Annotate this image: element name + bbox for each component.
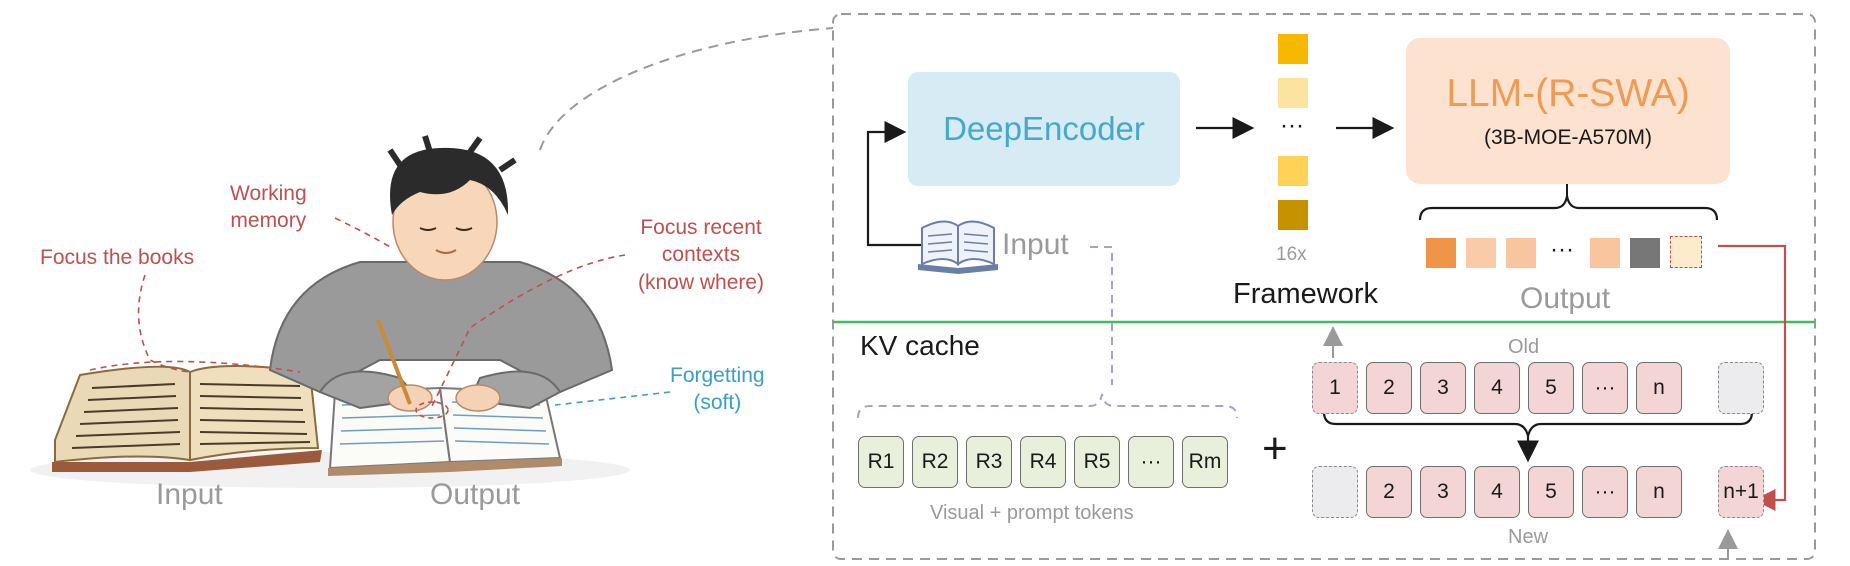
old-label: Old bbox=[1508, 336, 1540, 358]
output-token-5 bbox=[1630, 238, 1660, 268]
output-token-3 bbox=[1506, 238, 1536, 268]
llm-subtitle: (3B-MOE-A570M) bbox=[1483, 126, 1653, 149]
new-label: New bbox=[1508, 526, 1549, 548]
focus-books-ellipse bbox=[89, 360, 301, 373]
kv-new-token: n bbox=[1636, 466, 1682, 518]
kv-old-evicted-token: 1 bbox=[1312, 362, 1358, 414]
label-focus-recent-line2: contexts bbox=[661, 243, 741, 267]
token-square-2 bbox=[1278, 78, 1308, 108]
output-token-1 bbox=[1426, 238, 1456, 268]
focus-books-leader bbox=[137, 274, 191, 373]
kv-old-token: n bbox=[1636, 362, 1682, 414]
kv-new-token: 2 bbox=[1366, 466, 1412, 518]
caption-output: Output bbox=[430, 478, 521, 511]
output-brace bbox=[1418, 195, 1719, 221]
visual-token: Rm bbox=[1182, 436, 1228, 488]
visual-token: R4 bbox=[1020, 436, 1066, 488]
kv-old-token: ··· bbox=[1582, 362, 1628, 414]
visual-tokens-caption: Visual + prompt tokens bbox=[930, 502, 1134, 524]
old-new-brace bbox=[1322, 411, 1754, 437]
label-focus-recent-line3: (know where) bbox=[638, 270, 765, 294]
label-working-memory-line2: memory bbox=[230, 209, 307, 233]
visual-token: ··· bbox=[1128, 436, 1174, 488]
kv-new-token: 3 bbox=[1420, 466, 1466, 518]
input-to-visual-tokens-line bbox=[1090, 246, 1113, 385]
label-focus-books: Focus the books bbox=[40, 246, 195, 269]
kv-new-appended-token: n+1 bbox=[1718, 466, 1764, 518]
token-square-3 bbox=[1278, 156, 1308, 186]
label-focus-recent-line1: Focus recent bbox=[640, 216, 762, 239]
book-illustration bbox=[52, 365, 322, 472]
kv-new-empty-slot bbox=[1312, 466, 1358, 518]
open-book-icon bbox=[918, 220, 998, 274]
head-connector bbox=[539, 27, 834, 151]
label-focus-recent: Focus recent contexts (know where) bbox=[638, 214, 764, 296]
kv-old-token: 2 bbox=[1366, 362, 1412, 414]
deepencoder-label: DeepEncoder bbox=[943, 110, 1145, 147]
kv-old-empty-slot bbox=[1718, 362, 1764, 414]
plus-sign: + bbox=[1262, 424, 1288, 473]
label-working-memory-line1: Working bbox=[230, 182, 307, 205]
output-token-6 bbox=[1670, 236, 1702, 268]
output-token-2 bbox=[1466, 238, 1496, 268]
input-loop-arrow bbox=[866, 121, 925, 247]
feedback-arrow bbox=[1718, 244, 1787, 511]
visual-token: R1 bbox=[858, 436, 904, 488]
framework-frame bbox=[832, 13, 1816, 560]
llm-title: LLM-(R-SWA) bbox=[1446, 72, 1690, 115]
kv-cache-title: KV cache bbox=[860, 330, 980, 361]
label-forgetting-line1: Forgetting bbox=[670, 364, 765, 387]
visual-token: R3 bbox=[966, 436, 1012, 488]
token-ellipsis: ··· bbox=[1280, 112, 1304, 139]
kv-old-token: 5 bbox=[1528, 362, 1574, 414]
framework-label: Framework bbox=[1233, 278, 1379, 310]
output-token-4 bbox=[1590, 238, 1620, 268]
output-label: Output bbox=[1520, 282, 1611, 315]
focus-recent-leader bbox=[429, 254, 626, 411]
compression-label: 16x bbox=[1276, 244, 1307, 265]
label-forgetting-line2: (soft) bbox=[693, 391, 742, 415]
caption-input: Input bbox=[156, 478, 223, 511]
kv-new-token: 4 bbox=[1474, 466, 1520, 518]
llm-output-connector bbox=[1566, 184, 1568, 198]
working-memory-leader bbox=[334, 217, 393, 249]
input-label: Input bbox=[1002, 228, 1069, 261]
focus-recent-ellipse bbox=[415, 401, 449, 419]
output-ellipsis: ··· bbox=[1550, 236, 1574, 263]
kv-new-token: 5 bbox=[1528, 466, 1574, 518]
kv-old-token: 3 bbox=[1420, 362, 1466, 414]
visual-tokens-brace bbox=[857, 393, 1238, 419]
label-forgetting: Forgetting (soft) bbox=[670, 362, 765, 417]
student-illustration bbox=[30, 135, 630, 488]
visual-token: R5 bbox=[1074, 436, 1120, 488]
forgetting-leader bbox=[554, 391, 671, 406]
token-square-1 bbox=[1278, 34, 1308, 64]
label-working-memory: Working memory bbox=[230, 180, 307, 235]
kv-old-token: 4 bbox=[1474, 362, 1520, 414]
token-square-4 bbox=[1278, 200, 1308, 230]
deepencoder-box: DeepEncoder bbox=[908, 72, 1180, 186]
visual-token: R2 bbox=[912, 436, 958, 488]
kv-new-token: ··· bbox=[1582, 466, 1628, 518]
llm-box: LLM-(R-SWA) (3B-MOE-A570M) bbox=[1406, 38, 1730, 184]
